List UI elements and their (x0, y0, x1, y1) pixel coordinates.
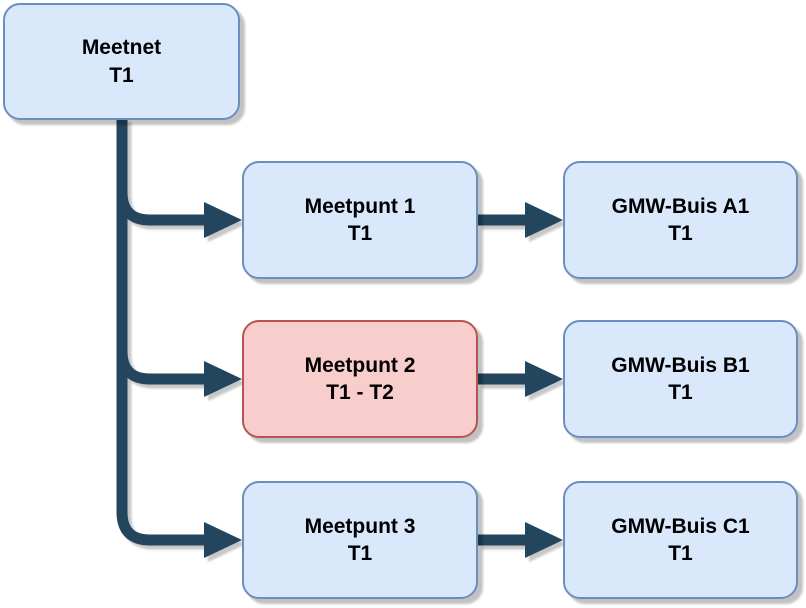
node-gmw-buis-a1-title: GMW-Buis A1 (611, 194, 750, 218)
node-gmw-buis-c1-subtitle: T1 (668, 542, 693, 565)
node-gmw-buis-b1-subtitle: T1 (668, 381, 693, 404)
node-meetpunt-3-subtitle: T1 (347, 542, 373, 565)
node-gmw-buis-b1-label: GMW-Buis B1 T1 (611, 352, 749, 407)
node-meetpunt-2: Meetpunt 2 T1 - T2 (242, 320, 478, 438)
node-meetpunt-1-title: Meetpunt 1 (304, 194, 416, 218)
edge-meetnet-meetpunt3-arrowhead (204, 522, 242, 558)
node-gmw-buis-a1: GMW-Buis A1 T1 (563, 161, 798, 279)
edge-meetpunt2-gmw-b1-arrowhead (525, 361, 563, 397)
edge-meetnet-meetpunt1 (116, 118, 208, 226)
node-meetnet-label: Meetnet T1 (82, 34, 161, 89)
edge-meetnet-meetpunt2-arrowhead (204, 361, 242, 397)
node-gmw-buis-c1: GMW-Buis C1 T1 (563, 481, 798, 599)
node-meetpunt-2-title: Meetpunt 2 (304, 353, 416, 377)
node-meetpunt-1-label: Meetpunt 1 T1 (305, 193, 416, 248)
node-meetpunt-1-subtitle: T1 (347, 222, 373, 245)
edge-meetpunt3-gmw-c1-arrowhead (525, 522, 563, 558)
node-gmw-buis-a1-subtitle: T1 (668, 222, 693, 245)
node-meetnet-subtitle: T1 (109, 63, 134, 87)
node-meetpunt-2-subtitle: T1 - T2 (326, 381, 394, 404)
node-meetnet-title: Meetnet (81, 36, 162, 60)
node-meetpunt-1: Meetpunt 1 T1 (242, 161, 478, 279)
node-meetnet: Meetnet T1 (3, 3, 240, 120)
node-meetpunt-3: Meetpunt 3 T1 (242, 481, 478, 599)
node-gmw-buis-c1-title: GMW-Buis C1 (611, 514, 750, 538)
node-gmw-buis-a1-label: GMW-Buis A1 T1 (612, 193, 750, 248)
node-meetpunt-3-label: Meetpunt 3 T1 (305, 513, 416, 568)
edge-meetnet-meetpunt1-arrowhead (204, 202, 242, 238)
node-gmw-buis-c1-label: GMW-Buis C1 T1 (611, 513, 749, 568)
node-meetpunt-2-label: Meetpunt 2 T1 - T2 (305, 352, 416, 407)
edge-meetnet-meetpunt2 (116, 118, 208, 385)
node-gmw-buis-b1: GMW-Buis B1 T1 (563, 320, 798, 438)
edge-meetnet-meetpunt3 (116, 118, 208, 546)
node-meetpunt-3-title: Meetpunt 3 (304, 514, 416, 538)
node-gmw-buis-b1-title: GMW-Buis B1 (611, 353, 750, 377)
edge-meetpunt1-gmw-a1-arrowhead (525, 202, 563, 238)
